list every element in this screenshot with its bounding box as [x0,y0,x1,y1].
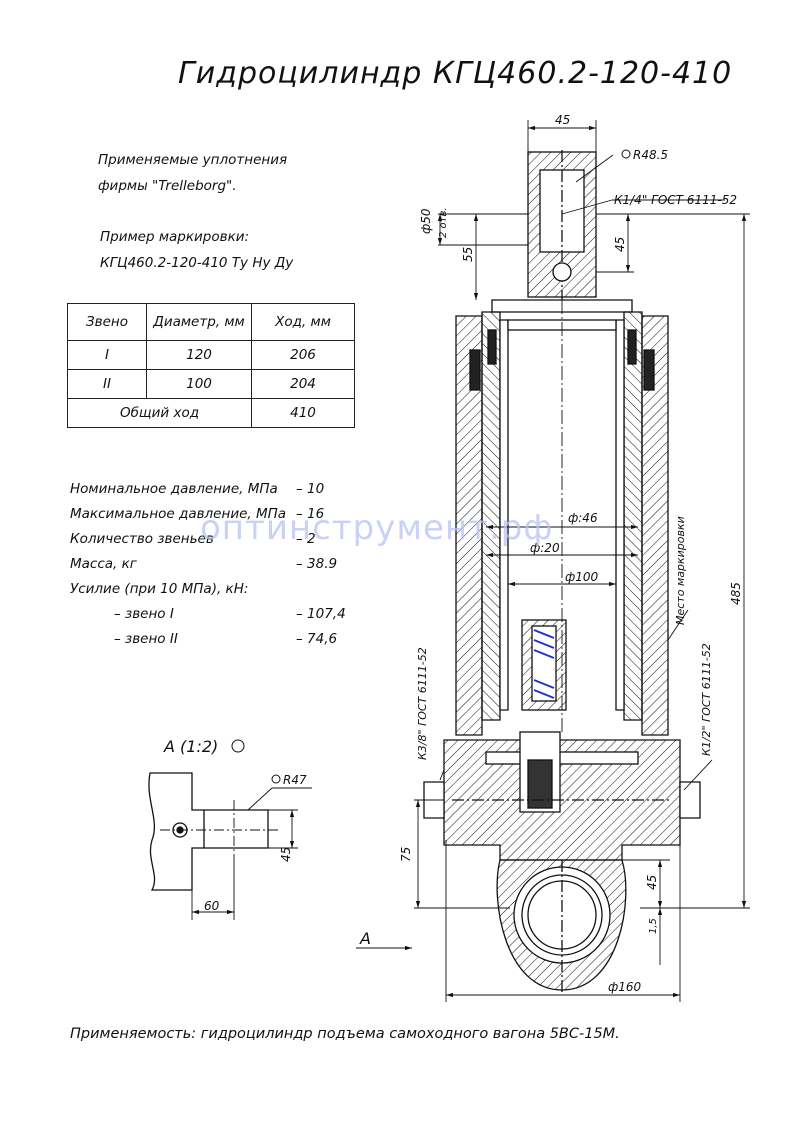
table-row: I 120 206 [67,340,355,370]
marking-note-line2: КГЦ460.2-120-410 Ту Ну Ду [100,255,294,271]
dim-75: 75 [399,847,413,862]
table-header-row: Звено Диаметр, мм Ход, мм [67,303,355,341]
dim-d160: ф160 [608,980,642,994]
table-row: II 100 204 [67,369,355,399]
table-cell: 100 [146,369,252,399]
table-total-row: Общий ход 410 [67,398,355,428]
links-table: Звено Диаметр, мм Ход, мм I 120 206 II 1… [67,303,355,428]
outer-wall-left [455,315,483,736]
stage1-wall-right [623,311,643,721]
table-total-label: Общий ход [67,398,252,428]
thread-left-label: К3/8" ГОСТ 6111-52 [416,647,429,760]
fitting-right [679,781,701,819]
dim-45-top: 45 [555,113,570,127]
dim-45-side: 45 [613,237,627,252]
dim-15: 1,5 [648,918,659,934]
spec-label: – звено I [114,606,174,622]
spec-label: Усилие (при 10 МПа), кН: [70,581,249,597]
dim-thread-top: К1/4" ГОСТ 6111-52 [614,193,737,207]
marking-place-label: Место маркировки [674,516,687,625]
view-dim-60: 60 [204,899,220,913]
dim-d50: ф50 [419,208,433,234]
seals-note-line2: фирмы "Trelleborg". [98,178,237,194]
stage1-wall-left [481,311,501,721]
dim-r485: R48.5 [633,148,668,162]
spec-label: Масса, кг [70,556,137,572]
spec-value: – 10 [296,481,325,497]
view-a-title: А (1:2) [163,737,218,756]
dim-55: 55 [461,247,475,262]
spec-value: – 74,6 [296,631,338,647]
spec-label: Количество звеньев [70,531,214,547]
spec-value: – 16 [296,506,325,522]
dim-d20: ф:20 [530,541,560,555]
watermark: оптинструмент.рф [200,508,554,548]
table-cell: I [67,340,147,370]
page-title: Гидроцилиндр КГЦ460.2-120-410 [178,56,733,91]
thread-right-label: К1/2" ГОСТ 6111-52 [700,643,713,756]
marking-note-line1: Пример маркировки: [100,229,250,245]
table-total-value: 410 [251,398,355,428]
view-dim-45: 45 [279,847,293,862]
spec-label: Номинальное давление, МПа [70,481,278,497]
table-cell: 204 [251,369,355,399]
dim-d100: ф100 [565,570,599,584]
dim-d46: ф:46 [568,511,598,525]
table-cell: 120 [146,340,252,370]
view-r47: R47 [283,773,307,787]
applicability-footer: Применяемость: гидроцилиндр подъема само… [70,1026,620,1042]
dim-2holes: 2 отв. [438,207,449,238]
dim-485: 485 [729,582,743,605]
view-arrow-label: А [359,929,371,948]
lube-hole [552,262,572,282]
table-header-cell: Ход, мм [251,303,355,341]
spec-label: Максимальное давление, МПа [70,506,287,522]
seals-note-line1: Применяемые уплотнения [98,152,288,168]
spec-value: – 2 [296,531,316,547]
dim-45-bottom: 45 [645,875,659,890]
spec-value: – 38.9 [296,556,338,572]
view-a-detail [148,739,312,920]
spec-label: – звено II [114,631,178,647]
spec-value: – 107,4 [296,606,346,622]
